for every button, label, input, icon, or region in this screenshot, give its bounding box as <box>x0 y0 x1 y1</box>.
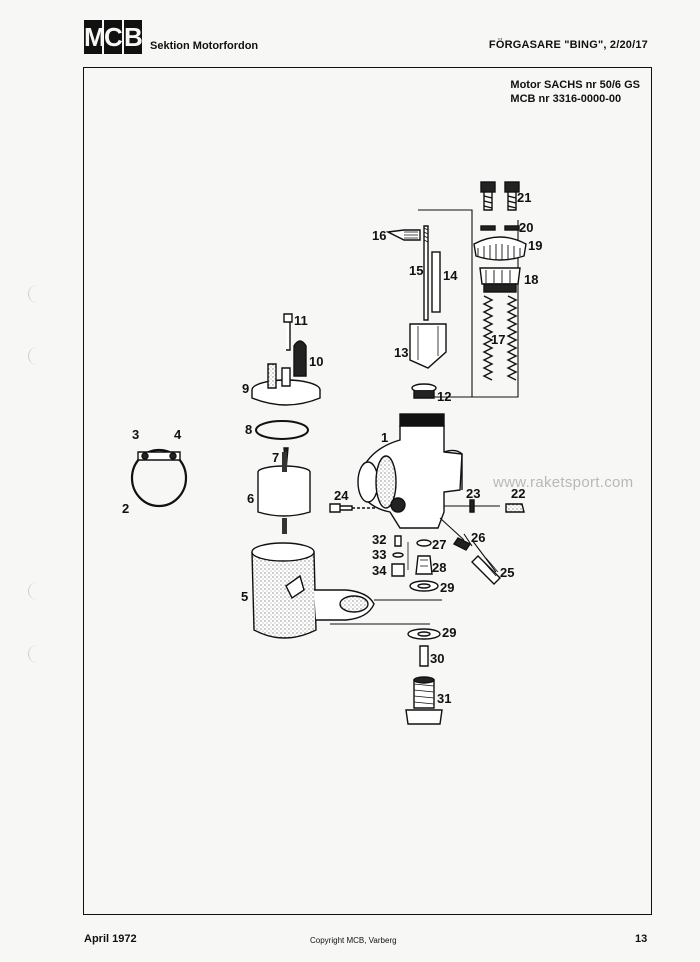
label-23: 23 <box>466 486 480 501</box>
logo-letter-b: B <box>124 20 143 54</box>
part-washer <box>504 225 520 231</box>
part-screw-24 <box>329 503 353 513</box>
diagram-frame <box>83 67 652 915</box>
label-11: 11 <box>294 313 308 328</box>
label-32: 32 <box>372 532 386 547</box>
part-washer-33 <box>392 552 404 558</box>
part-slide-pin <box>431 251 441 313</box>
part-washer <box>480 225 496 231</box>
label-31: 31 <box>437 691 451 706</box>
part-carburetor-body <box>357 413 463 529</box>
part-screw-25 <box>471 555 501 585</box>
label-16: 16 <box>372 228 386 243</box>
label-21: 21 <box>517 190 531 205</box>
label-25: 25 <box>500 565 514 580</box>
part-jet-30 <box>419 645 429 667</box>
page-number: 13 <box>635 933 648 945</box>
part-mixing-chamber-cap <box>473 236 527 261</box>
logo-letter-m: M <box>84 20 106 54</box>
section-title: Sektion Motorfordon <box>150 40 259 52</box>
part-jet-34 <box>391 563 405 577</box>
label-20: 20 <box>519 220 533 235</box>
mcb-logo: M C B <box>84 20 143 54</box>
mcb-number: MCB nr 3316-0000-00 <box>510 93 622 105</box>
part-screw-11 <box>283 313 293 351</box>
part-clamp <box>130 448 188 508</box>
part-gasket-8 <box>255 420 309 440</box>
label-4: 4 <box>174 427 182 442</box>
logo-letter-c: C <box>104 20 123 54</box>
label-12: 12 <box>437 389 451 404</box>
label-29b: 29 <box>442 625 456 640</box>
part-washer-27 <box>416 539 432 547</box>
label-30: 30 <box>430 651 444 666</box>
part-needle-jet <box>415 555 433 575</box>
label-26: 26 <box>471 530 485 545</box>
label-5: 5 <box>241 589 248 604</box>
motor-model: Motor SACHS nr 50/6 GS <box>510 79 640 91</box>
label-15: 15 <box>409 263 423 278</box>
label-1: 1 <box>381 430 388 445</box>
label-19: 19 <box>528 238 542 253</box>
part-idle-screw <box>505 503 525 513</box>
part-float-chamber <box>251 542 375 639</box>
part-float-cover <box>251 363 321 406</box>
label-3: 3 <box>132 427 139 442</box>
label-7: 7 <box>272 450 279 465</box>
label-28: 28 <box>432 560 446 575</box>
part-jet-32 <box>394 535 402 547</box>
label-24: 24 <box>334 488 349 503</box>
label-8: 8 <box>245 422 252 437</box>
assembly-bracket <box>418 209 473 398</box>
footer-date: April 1972 <box>84 933 137 945</box>
footer-copyright: Copyright MCB, Varberg <box>310 936 397 945</box>
watermark: www.raketsport.com <box>493 474 634 491</box>
binder-hole <box>28 582 47 600</box>
part-banjo-bolt <box>405 676 443 725</box>
label-14: 14 <box>443 268 458 283</box>
part-spring-right <box>506 295 518 381</box>
label-9: 9 <box>242 381 249 396</box>
label-22: 22 <box>511 486 525 501</box>
part-tickler <box>293 340 307 377</box>
document-reference: FÖRGASARE "BING", 2/20/17 <box>488 39 648 51</box>
label-2: 2 <box>122 501 129 516</box>
label-13: 13 <box>394 345 408 360</box>
label-10: 10 <box>309 354 323 369</box>
part-float <box>257 452 311 534</box>
binder-hole <box>28 645 47 663</box>
binder-hole <box>28 347 47 365</box>
part-throttle-slide <box>409 323 447 369</box>
label-6: 6 <box>247 491 254 506</box>
label-27: 27 <box>432 537 446 552</box>
label-33: 33 <box>372 547 386 562</box>
part-spring-left <box>482 295 494 381</box>
part-screws <box>480 181 520 211</box>
part-needle <box>423 225 429 321</box>
label-18: 18 <box>524 272 538 287</box>
binder-hole <box>28 285 47 303</box>
motor-info: Motor SACHS nr 50/6 GS MCB nr 3316-0000-… <box>510 78 640 106</box>
label-29a: 29 <box>440 580 454 595</box>
label-17: 17 <box>491 332 505 347</box>
label-34: 34 <box>372 563 387 578</box>
